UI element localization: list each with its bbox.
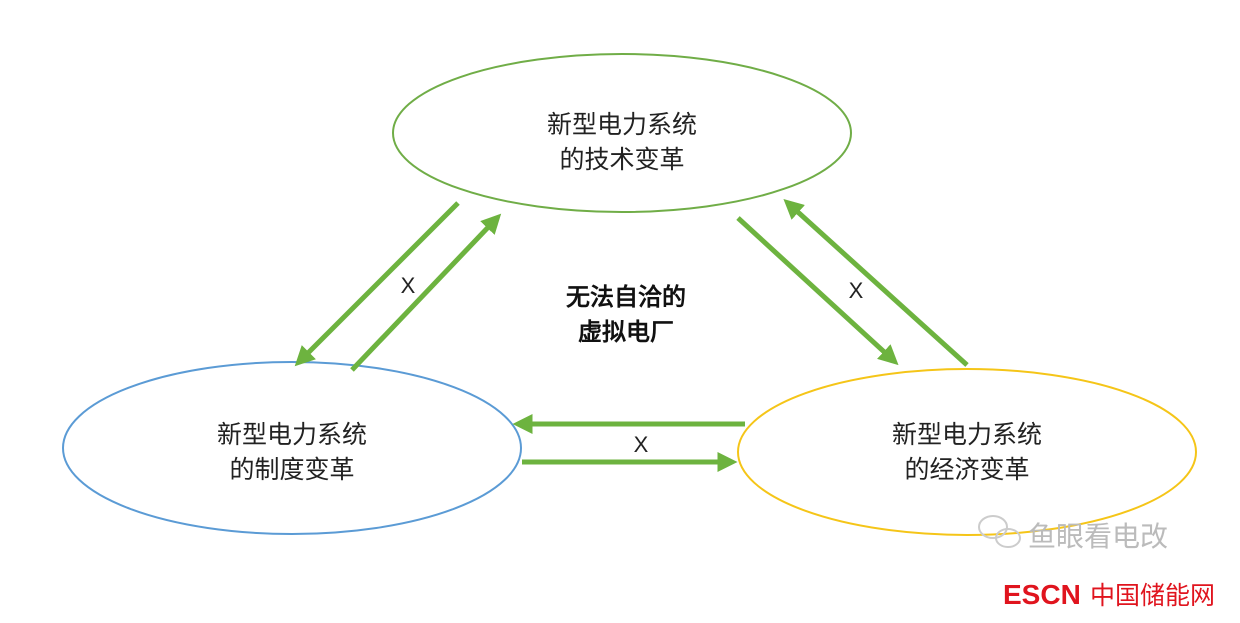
- center-line1: 无法自洽的: [566, 283, 686, 311]
- watermark-wechat: 鱼眼看电改: [1028, 520, 1168, 553]
- edge-label-right: X: [849, 278, 864, 303]
- logo-cn: 中国储能网: [1090, 581, 1215, 610]
- node-tech-line1: 新型电力系统: [547, 110, 697, 139]
- arrow-tech-to-economy: [736, 216, 899, 366]
- edge-label-left: X: [401, 273, 416, 298]
- node-institution-ellipse: [62, 361, 522, 535]
- node-economy-ellipse: [737, 368, 1197, 536]
- node-tech-line2: 的技术变革: [559, 145, 684, 174]
- node-institution-line1: 新型电力系统: [217, 420, 367, 449]
- arrow-economy-to-tech: [783, 198, 969, 367]
- edge-label-bottom: X: [634, 432, 649, 457]
- logo-latin: ESCN: [1003, 579, 1081, 610]
- center-line2: 虚拟电厂: [578, 318, 674, 346]
- arrow-institution-to-tech: [350, 213, 502, 372]
- arrow-tech-to-institution: [294, 201, 460, 367]
- node-institution-line2: 的制度变革: [229, 455, 354, 484]
- node-economy-line2: 的经济变革: [904, 455, 1029, 484]
- node-tech-ellipse: [392, 53, 852, 213]
- node-economy-line1: 新型电力系统: [892, 420, 1042, 449]
- wechat-icon: [978, 515, 1021, 548]
